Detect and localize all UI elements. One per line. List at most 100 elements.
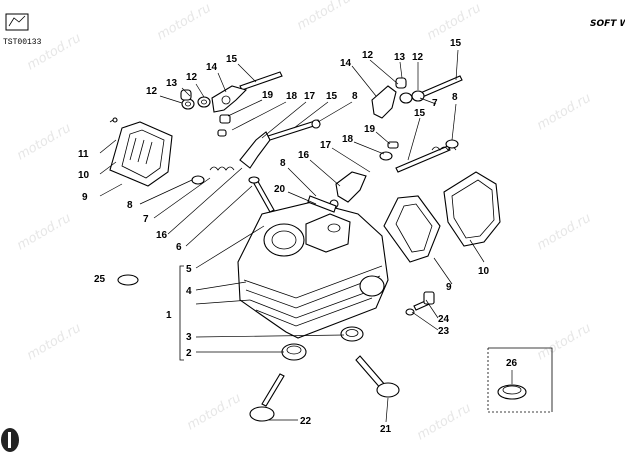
- callout-11: 11: [78, 149, 89, 160]
- leader-line: [317, 101, 353, 123]
- valve-seat-ring: [502, 385, 522, 395]
- leader-line: [331, 147, 371, 173]
- leader-line: [469, 239, 485, 263]
- washer: [379, 151, 393, 161]
- callout-3: 3: [186, 332, 192, 343]
- left-rocker-assembly: [180, 71, 321, 185]
- watermark-text: motod.ru: [415, 401, 474, 444]
- callout-17: 17: [320, 140, 332, 151]
- cover-gasket: [395, 203, 433, 253]
- inset-frame: [487, 348, 552, 413]
- head-boss: [327, 223, 341, 233]
- leader-line: [407, 117, 421, 161]
- callout-12: 12: [186, 72, 198, 83]
- cover-bolt: [112, 117, 118, 123]
- left-valve-cover: [109, 117, 173, 187]
- intake-port: [271, 230, 297, 250]
- cooling-fin: [249, 287, 379, 319]
- leader-line: [99, 183, 123, 197]
- drawing-badge: TST00133: [3, 13, 42, 47]
- brand-logo: SOFT WAY: [590, 19, 625, 29]
- callout-18: 18: [286, 91, 298, 102]
- callout-10: 10: [478, 266, 490, 277]
- callout-7: 7: [143, 214, 149, 225]
- washer: [197, 96, 211, 108]
- spacer: [395, 77, 407, 89]
- inset-frame: [488, 347, 553, 412]
- washer: [399, 92, 413, 104]
- valve-seal: [340, 326, 364, 342]
- callout-12: 12: [362, 50, 374, 61]
- valve-cover: [129, 137, 153, 165]
- spark-plug: [307, 195, 337, 213]
- leader-line: [153, 177, 211, 219]
- watermark-text: motod.ru: [15, 211, 74, 254]
- callout-5: 5: [186, 264, 192, 275]
- valve-cover: [121, 129, 165, 179]
- callout-8: 8: [280, 158, 286, 169]
- leader-line: [185, 185, 253, 247]
- callout-19: 19: [262, 90, 274, 101]
- callout-14: 14: [206, 62, 218, 73]
- watermark-text: motod.ru: [25, 321, 84, 364]
- engine-badge-icon: [5, 13, 29, 31]
- valve-seal: [286, 345, 302, 355]
- leader-line: [369, 59, 399, 85]
- watermark-text: motod.ru: [155, 1, 214, 44]
- callout-23: 23: [438, 326, 450, 337]
- o-ring: [117, 274, 139, 286]
- leader-line: [353, 141, 385, 155]
- leader-line: [399, 61, 403, 79]
- cooling-fin: [243, 265, 383, 299]
- leader-line: [99, 161, 117, 175]
- cooling-fin: [255, 297, 373, 327]
- intake-port: [263, 223, 305, 257]
- callout-26: 26: [506, 358, 518, 369]
- intake-valve: [355, 355, 400, 398]
- callout-10: 10: [78, 170, 90, 181]
- callout-18: 18: [342, 134, 354, 145]
- watermark-text: motod.ru: [185, 391, 244, 434]
- leader-line: [195, 299, 251, 305]
- callout-16: 16: [156, 230, 168, 241]
- callout-21: 21: [380, 424, 392, 435]
- exhaust-port: [359, 275, 385, 297]
- callout-14: 14: [340, 58, 352, 69]
- valve-head: [249, 406, 275, 422]
- leader-line: [433, 257, 453, 285]
- leader-line: [455, 49, 459, 81]
- washer: [191, 175, 205, 185]
- leader-line: [217, 72, 227, 93]
- leader-line: [231, 101, 287, 131]
- callout-9: 9: [82, 192, 88, 203]
- leader-line: [411, 311, 439, 331]
- washer: [201, 99, 207, 105]
- leader-line: [293, 101, 329, 129]
- right-valve-cover: [383, 171, 501, 263]
- head-stud: [248, 176, 260, 184]
- watermark-text: motod.ru: [295, 0, 354, 33]
- leader-line: [351, 65, 377, 97]
- callout-8: 8: [127, 200, 133, 211]
- washer: [405, 308, 415, 316]
- valve-head: [376, 382, 400, 398]
- callout-15: 15: [414, 108, 426, 119]
- leader-line: [99, 139, 117, 154]
- leader-line: [375, 131, 391, 145]
- callout-8: 8: [452, 92, 458, 103]
- watermark-text: motod.ru: [535, 211, 594, 254]
- callout-12: 12: [412, 52, 424, 63]
- callout-4: 4: [186, 286, 192, 297]
- leader-line: [287, 191, 317, 205]
- callout-1: 1: [166, 310, 172, 321]
- rocker-arm: [211, 85, 248, 113]
- leader-line: [159, 95, 183, 104]
- valve-seal: [345, 329, 359, 337]
- head-boss: [305, 213, 351, 253]
- callout-labels: 11 10 9 8 7 16 6 5 4 1 3 2 25 12 13 12 1…: [78, 38, 518, 435]
- rocker-shaft: [239, 71, 283, 91]
- callout-13: 13: [166, 78, 178, 89]
- engine-badge-icon: [8, 15, 26, 27]
- leader-line: [195, 281, 247, 291]
